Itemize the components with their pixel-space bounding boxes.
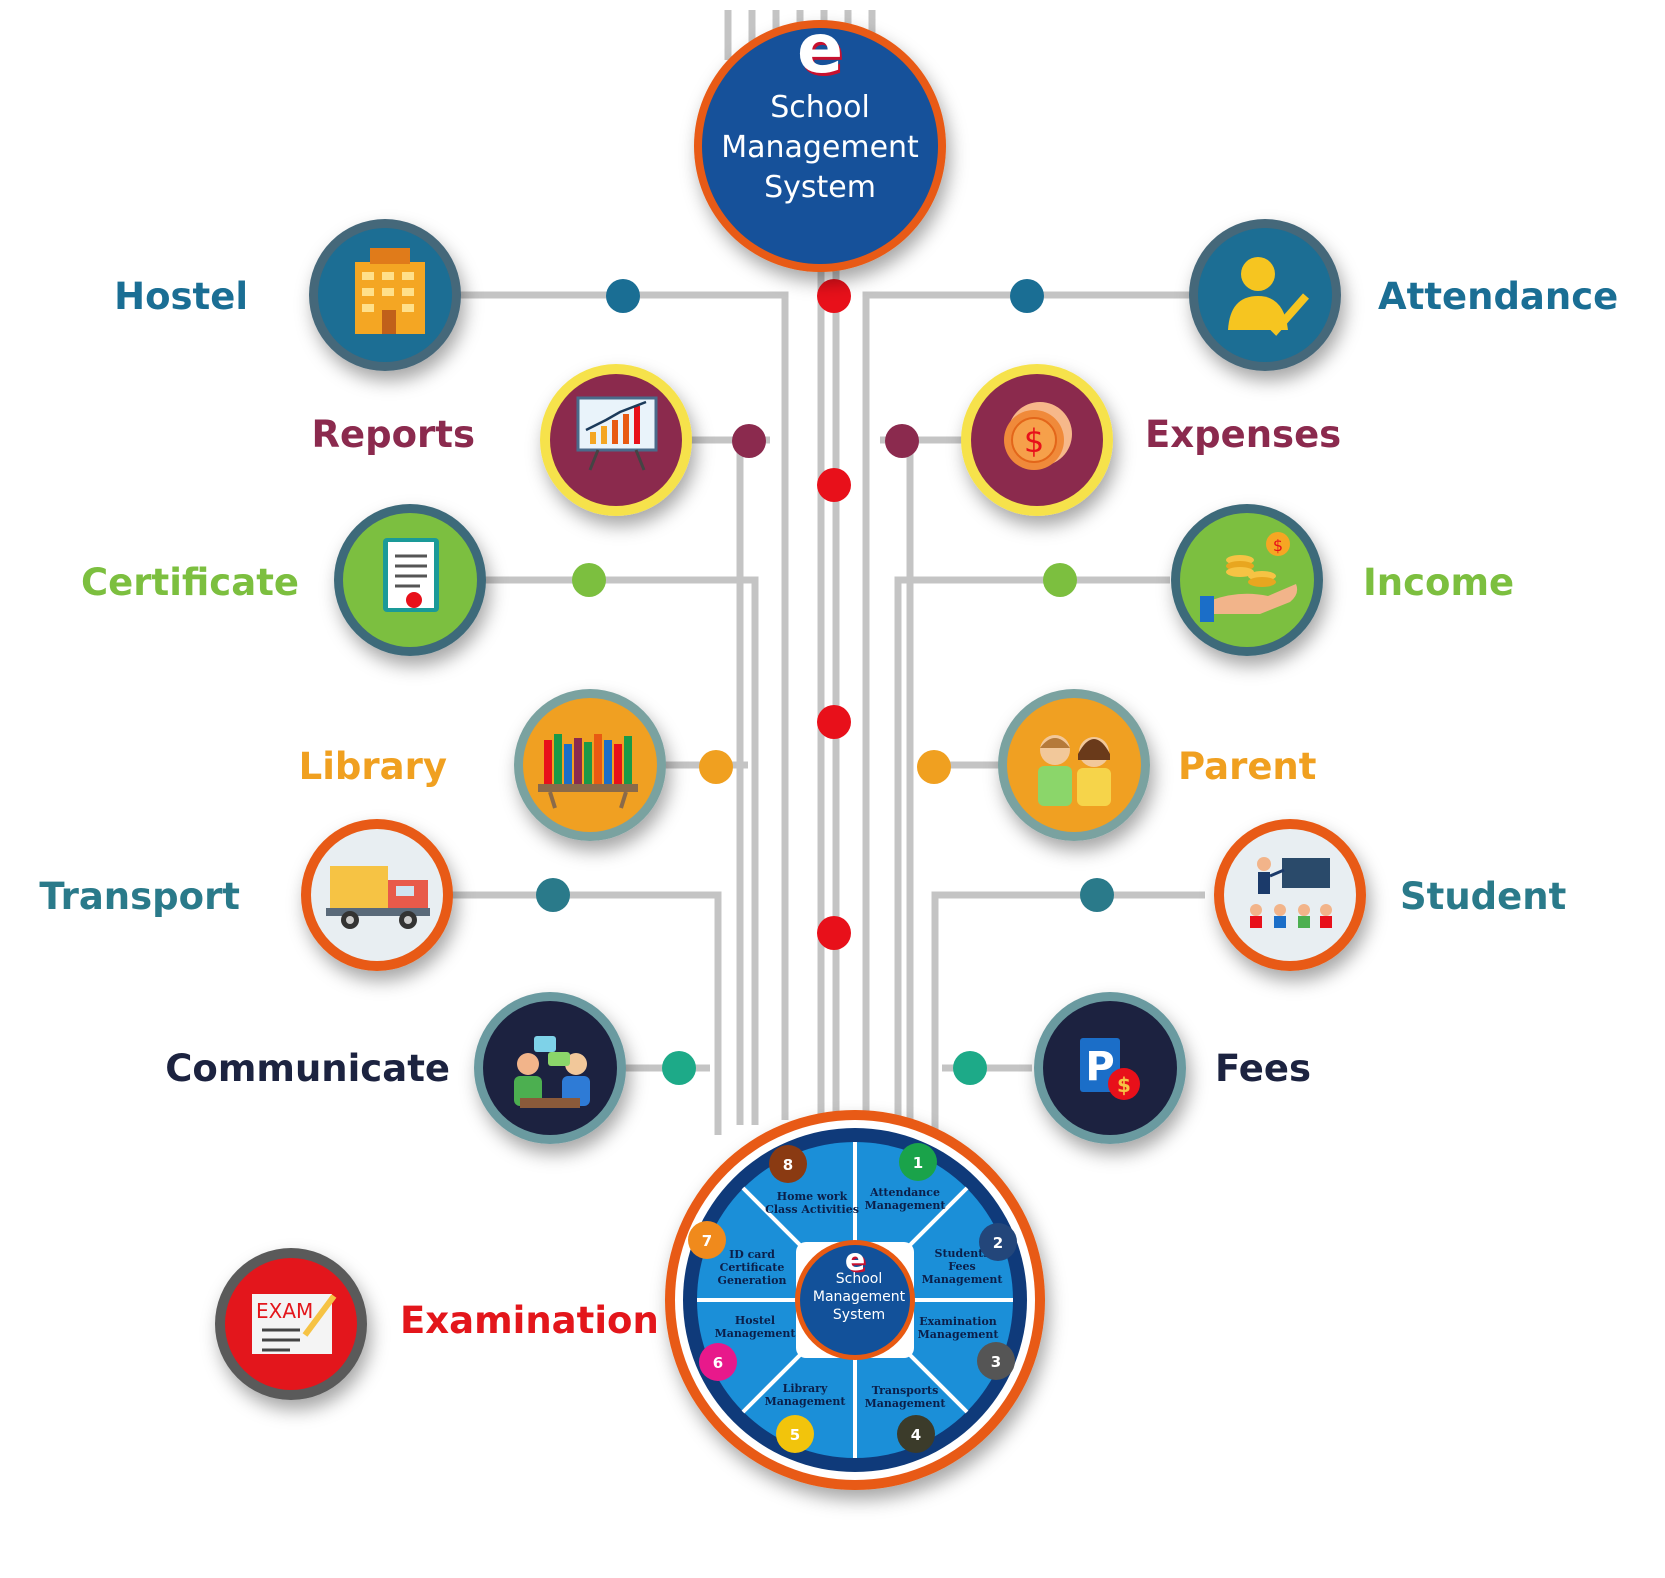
segment-line: Hostel [734, 1314, 776, 1327]
connector-dots [536, 279, 1114, 1085]
person-check-icon [1228, 257, 1309, 336]
communicate-connector-dot [662, 1051, 696, 1085]
hub-badge [694, 20, 946, 272]
module-label-hostel: Hostel [114, 275, 248, 318]
wheel-segment-label: Home work Class Activities [762, 1190, 862, 1216]
module-label-parent: Parent [1178, 745, 1317, 788]
hub-title-line: School [770, 90, 870, 125]
wheel-center-line: System [832, 1307, 886, 1323]
attendance-icon-circle[interactable] [1189, 219, 1341, 371]
module-label-income: Income [1363, 561, 1515, 604]
income-icon-circle[interactable] [1171, 504, 1323, 656]
parents-icon [1038, 735, 1111, 806]
fees-connector-dot [953, 1051, 987, 1085]
certificate-connector-dot [572, 563, 606, 597]
segment-line: Management [764, 1395, 846, 1408]
segment-line: Management [864, 1199, 946, 1212]
exam-sheet-icon: EXAM [252, 1294, 337, 1354]
student-icon-circle[interactable] [1214, 819, 1366, 971]
wheel-center-line: Management [812, 1289, 906, 1305]
building-icon [355, 248, 425, 334]
module-label-attendance: Attendance [1378, 275, 1619, 318]
segment-line: Management [921, 1273, 1003, 1286]
segment-line: Attendance [869, 1186, 940, 1199]
wheel-segment-label: Students Fees Management [912, 1247, 1012, 1286]
module-label-reports: Reports [311, 413, 475, 456]
certificate-icon [383, 538, 439, 612]
connector-lines [440, 10, 1205, 1135]
communicate-icon-circle[interactable] [474, 992, 626, 1144]
segment-line: Management [714, 1327, 796, 1340]
svg-text:e: e [799, 13, 845, 92]
people-chat-icon [514, 1036, 590, 1108]
segment-line: Fees [948, 1260, 976, 1273]
hand-money-icon: $ [1200, 532, 1298, 622]
module-wheel: e e [665, 1110, 1045, 1490]
wheel-segment-label: Attendance Management [855, 1186, 955, 1212]
trunk-dot [817, 705, 851, 739]
segment-line: Home work [776, 1190, 848, 1203]
trunk-dot [817, 279, 851, 313]
svg-text:e: e [797, 10, 843, 89]
segment-line: Examination [919, 1315, 997, 1328]
hub-title-line: Management [721, 130, 919, 165]
segment-line: ID card [729, 1248, 775, 1261]
module-label-fees: Fees [1215, 1047, 1311, 1090]
hostel-connector-dot [606, 279, 640, 313]
growth-chart-board-icon [576, 396, 658, 471]
expenses-connector-dot [885, 424, 919, 458]
bookshelf-icon [538, 734, 638, 809]
library-connector-dot [699, 750, 733, 784]
segment-line: Certificate [719, 1261, 785, 1274]
svg-text:$: $ [1024, 422, 1044, 460]
student-connector-dot [1080, 878, 1114, 912]
segment-line: Management [917, 1328, 999, 1341]
segment-line: Transports [871, 1384, 939, 1397]
dollar-coin-icon: $ [1004, 402, 1072, 470]
hub-title-line: System [764, 170, 876, 205]
module-label-expenses: Expenses [1145, 413, 1342, 456]
module-label-communicate: Communicate [165, 1047, 450, 1090]
trunk-dot [817, 468, 851, 502]
svg-text:EXAM: EXAM [256, 1299, 313, 1323]
module-label-transport: Transport [39, 875, 240, 918]
svg-text:$: $ [1117, 1073, 1131, 1097]
svg-text:$: $ [1273, 536, 1283, 555]
segment-line: Class Activities [765, 1203, 859, 1216]
module-label-certificate: Certificate [81, 561, 299, 604]
wheel-logo-icon: e [845, 1243, 865, 1278]
segment-line: Library [782, 1382, 828, 1395]
parent-icon-circle[interactable] [998, 689, 1150, 841]
attendance-connector-dot [1010, 279, 1044, 313]
hub-title: School Management System [690, 88, 950, 208]
module-label-library: Library [298, 745, 447, 788]
wheel-center-title: School Management System [800, 1270, 918, 1324]
reports-connector-dot [732, 424, 766, 458]
wheel-segment-label: Transports Management [855, 1384, 955, 1410]
wheel-segment-label: Library Management [755, 1382, 855, 1408]
module-label-student: Student [1400, 875, 1567, 918]
segment-line: Students [934, 1247, 990, 1260]
segment-line: Generation [717, 1274, 787, 1287]
income-connector-dot [1043, 563, 1077, 597]
trunk-dot [817, 916, 851, 950]
svg-text:e: e [847, 1245, 867, 1280]
wheel-segment-label: ID card Certificate Generation [702, 1248, 802, 1287]
classroom-teacher-icon [1250, 857, 1332, 928]
module-label-examination: Examination [400, 1299, 659, 1342]
wheel-segment-label: Hostel Management [705, 1314, 805, 1340]
payment-icon: P $ [1080, 1038, 1140, 1100]
segment-line: Management [864, 1397, 946, 1410]
transport-connector-dot [536, 878, 570, 912]
wheel-segment-label: Examination Management [908, 1315, 1008, 1341]
delivery-truck-icon [326, 866, 430, 929]
hub-logo-icon: e e [797, 10, 845, 92]
parent-connector-dot [917, 750, 951, 784]
wheel-center-line: School [835, 1271, 883, 1287]
